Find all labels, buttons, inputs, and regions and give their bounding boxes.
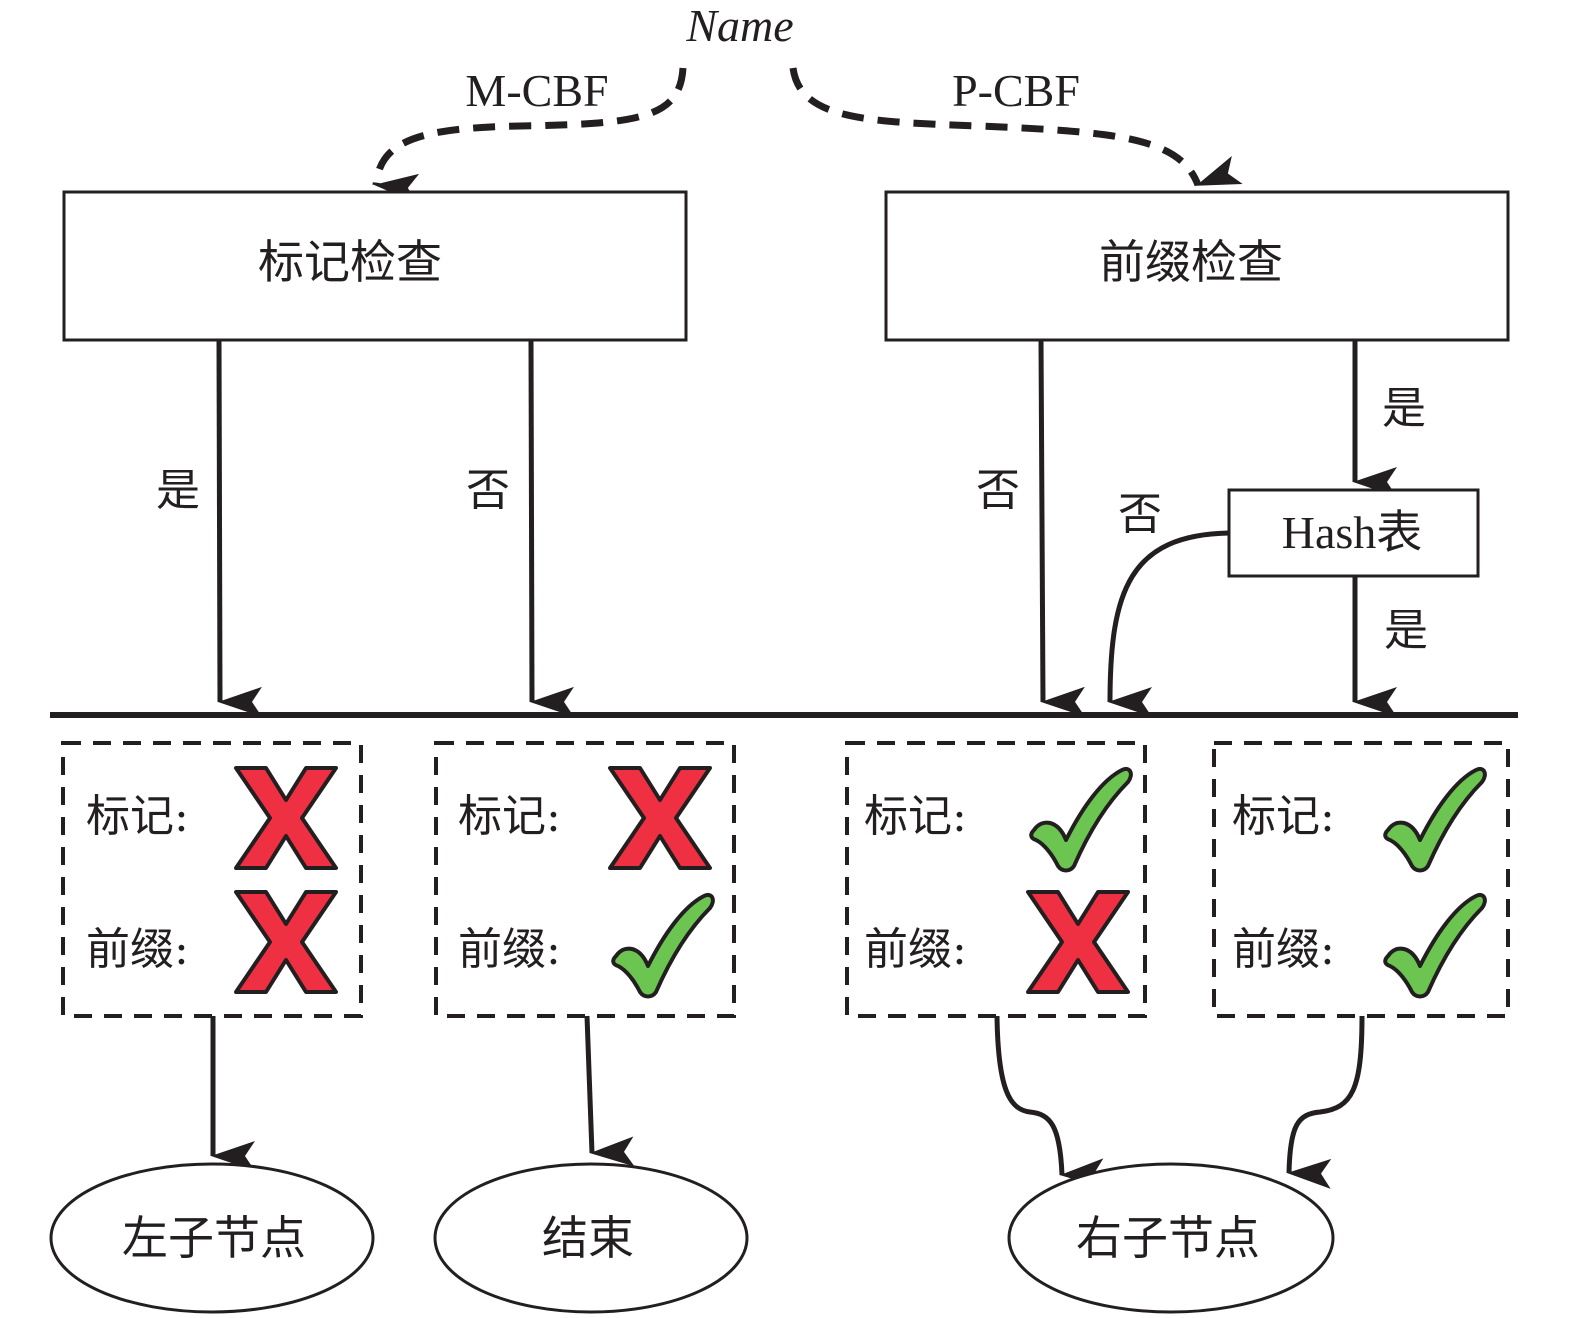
end-label: 结束 xyxy=(542,1211,634,1265)
edge-to-right-child-b xyxy=(1286,1015,1365,1189)
hash-box xyxy=(1227,488,1480,578)
mcbf-label: M-CBF xyxy=(465,65,609,116)
result-2-prefix-label: 前缀: xyxy=(458,924,561,975)
result-3-prefix-label: 前缀: xyxy=(864,924,967,975)
result-4-mark-label: 标记: xyxy=(1232,791,1335,842)
edge-mark-no xyxy=(528,339,575,717)
edge-to-end xyxy=(584,1015,635,1167)
result-3-mark-label: 标记: xyxy=(864,791,967,842)
right-child-label: 右子节点 xyxy=(1076,1211,1260,1265)
result-2-mark-label: 标记: xyxy=(458,791,561,842)
hash-yes-label: 是 xyxy=(1384,605,1428,656)
prefix-check-box xyxy=(884,190,1510,342)
edge-to-right-child-a xyxy=(994,1015,1105,1189)
check-icon xyxy=(1383,766,1487,873)
check-icon xyxy=(611,892,715,999)
mark-check-box xyxy=(62,190,688,342)
result-1-prefix-label: 前缀: xyxy=(86,924,189,975)
left-child-label: 左子节点 xyxy=(122,1211,306,1265)
result-box-2 xyxy=(434,741,736,1018)
prefix-no-label: 否 xyxy=(976,465,1020,516)
edge-prefix-no xyxy=(1038,339,1086,717)
result-1-mark-label: 标记: xyxy=(86,791,189,842)
result-box-4 xyxy=(1212,741,1510,1018)
prefix-yes-label: 是 xyxy=(1382,383,1426,434)
right-child-node xyxy=(1007,1162,1335,1314)
source-name-label: Name xyxy=(686,0,794,51)
edge-mark-yes xyxy=(216,339,263,717)
cross-icon xyxy=(234,890,338,994)
cross-icon xyxy=(234,766,338,870)
prefix-check-title: 前缀检查 xyxy=(1099,235,1283,289)
mark-yes-label: 是 xyxy=(156,465,200,516)
check-icon xyxy=(1029,766,1133,873)
hash-table-label: Hash表 xyxy=(1281,507,1423,558)
edge-hash-no xyxy=(1107,530,1230,718)
edge-pcbf xyxy=(789,67,1243,187)
result-4-prefix-label: 前缀: xyxy=(1232,924,1335,975)
left-child-node xyxy=(49,1162,375,1314)
end-node xyxy=(433,1162,749,1314)
cross-icon xyxy=(608,766,712,870)
mark-check-title: 标记检查 xyxy=(258,235,442,289)
check-icon xyxy=(1383,892,1487,999)
pcbf-label: P-CBF xyxy=(952,65,1080,116)
hash-no-label: 否 xyxy=(1118,489,1162,540)
edge-mcbf xyxy=(372,67,687,204)
mark-no-label: 否 xyxy=(466,465,510,516)
result-box-3 xyxy=(845,741,1147,1018)
cross-icon xyxy=(1026,890,1130,994)
